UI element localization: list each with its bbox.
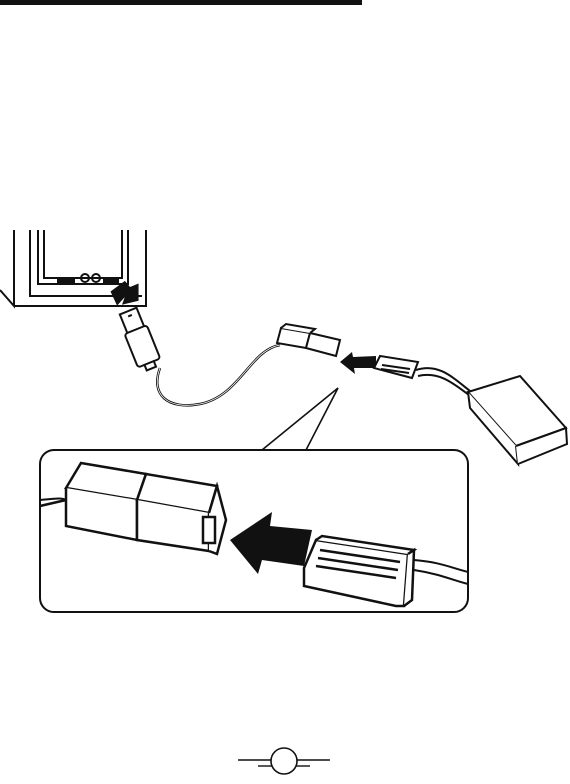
detail-callout bbox=[40, 450, 468, 612]
detail-callout-leader bbox=[262, 388, 338, 450]
insert-arrow-icon-small bbox=[340, 352, 376, 374]
usb-plug bbox=[117, 307, 162, 373]
page-number bbox=[271, 750, 297, 772]
battery-connector bbox=[374, 356, 418, 378]
battery-pack bbox=[468, 376, 567, 464]
cable-connector bbox=[277, 324, 340, 356]
